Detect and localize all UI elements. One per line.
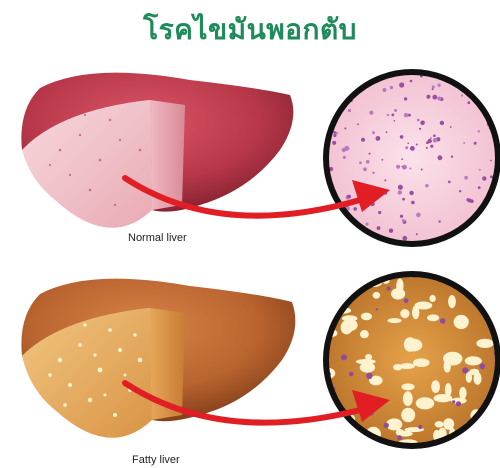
fatty-tissue-magnified (319, 269, 500, 447)
normal-liver-illustration (21, 73, 293, 228)
normal-tissue-magnified (324, 70, 498, 244)
fatty-liver-illustration (21, 279, 295, 438)
fatty-liver-label: Fatty liver (132, 454, 180, 466)
normal-liver-label: Normal liver (128, 232, 187, 244)
